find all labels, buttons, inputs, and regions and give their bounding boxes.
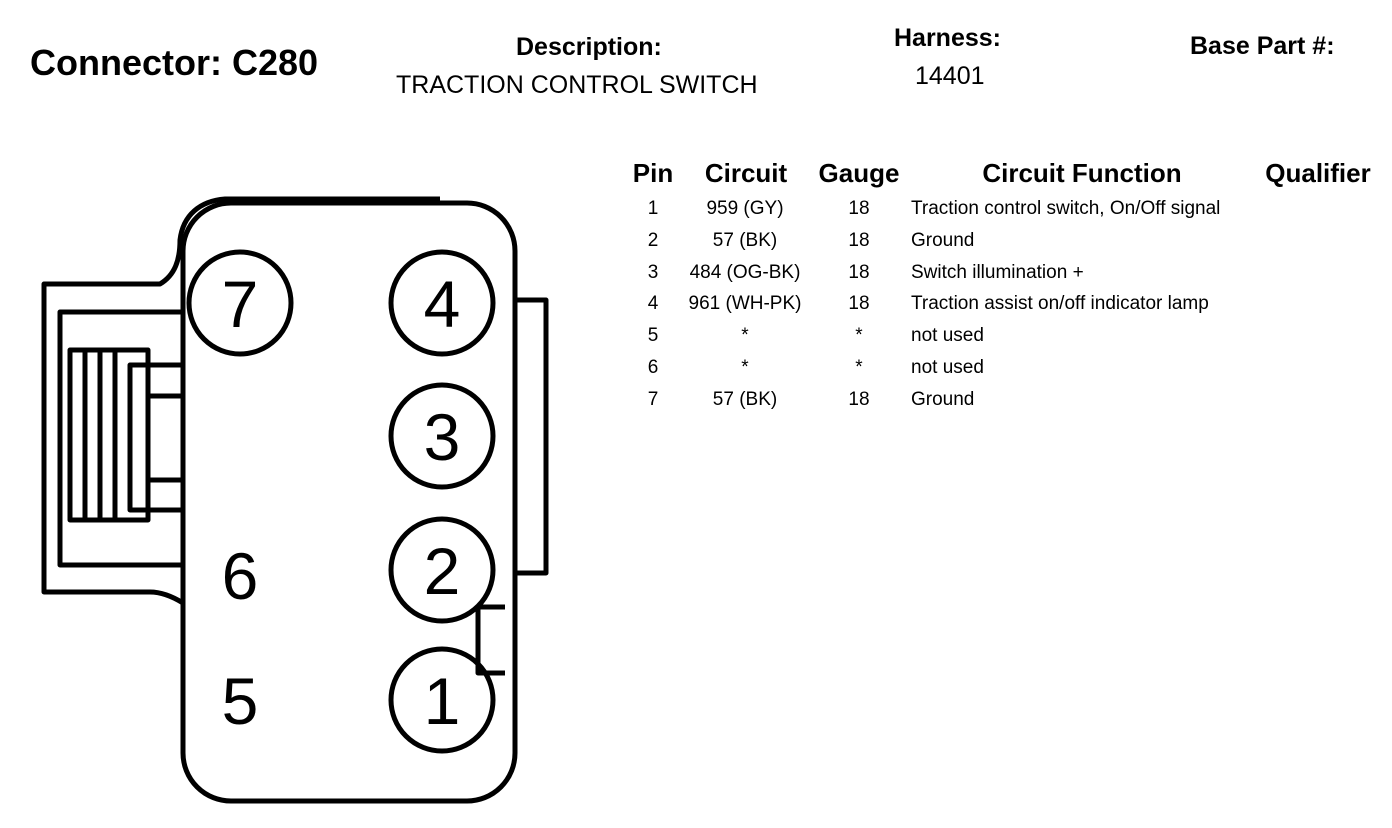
header-gauge: Gauge xyxy=(818,158,900,188)
cell-gauge: * xyxy=(855,357,863,378)
cell-gauge: 18 xyxy=(848,293,870,315)
connector-latch-ribs xyxy=(67,347,151,523)
header-qualifier: Qualifier xyxy=(1265,158,1371,188)
connector-latch-ribs-inner xyxy=(127,362,186,513)
pin-label-5: 5 xyxy=(222,664,259,738)
cell-function: Switch illumination + xyxy=(911,261,1084,283)
cell-circuit: 484 (OG-BK) xyxy=(689,261,801,283)
cell-pin: 3 xyxy=(647,261,659,283)
cell-pin: 6 xyxy=(647,357,659,378)
pin-circle-1 xyxy=(388,646,496,754)
cell-gauge: 18 xyxy=(848,229,870,251)
pin-label-1: 1 xyxy=(424,664,461,738)
pin-circle-7 xyxy=(186,249,294,357)
cell-gauge: 18 xyxy=(848,388,870,410)
description-value: TRACTION CONTROL SWITCH xyxy=(396,71,758,99)
connector-key-tab xyxy=(475,604,505,676)
harness-value: 14401 xyxy=(915,62,985,90)
cell-pin: 4 xyxy=(647,293,659,315)
cell-pin: 2 xyxy=(647,229,659,251)
cell-circuit: * xyxy=(741,357,749,378)
pin-circle-2 xyxy=(388,516,496,624)
cell-circuit: 961 (WH-PK) xyxy=(688,293,802,315)
cell-gauge: * xyxy=(855,325,863,347)
connector-latch-inner xyxy=(57,309,183,568)
connector-diagram: 7 4 3 2 1 6 5 xyxy=(41,196,549,804)
header-circuit: Circuit xyxy=(704,158,788,188)
connector-latch xyxy=(41,196,440,606)
connector-title: Connector: C280 xyxy=(30,42,319,83)
pin-label-4: 4 xyxy=(424,267,461,341)
cell-function: not used xyxy=(911,357,984,378)
cell-pin: 5 xyxy=(647,325,659,347)
header-pin: Pin xyxy=(632,158,674,188)
pin-label-6: 6 xyxy=(222,539,259,613)
cell-function: Ground xyxy=(911,229,975,251)
cell-function: not used xyxy=(911,325,984,347)
cell-gauge: 18 xyxy=(848,261,870,283)
connector-right-tab xyxy=(515,297,549,576)
description-label: Description: xyxy=(516,33,662,61)
cell-function: Traction control switch, On/Off signal xyxy=(911,198,1221,219)
pin-label-7: 7 xyxy=(222,267,259,341)
cell-pin: 1 xyxy=(647,198,659,219)
header-circuit-function: Circuit Function xyxy=(982,158,1182,188)
pin-label-2: 2 xyxy=(424,534,461,608)
base-part-label: Base Part #: xyxy=(1190,32,1335,60)
pin-circle-3 xyxy=(388,382,496,490)
cell-circuit: 959 (GY) xyxy=(706,198,784,219)
cell-gauge: 18 xyxy=(848,198,870,219)
cell-circuit: * xyxy=(741,325,749,347)
cell-circuit: 57 (BK) xyxy=(712,388,778,410)
cell-circuit: 57 (BK) xyxy=(712,229,778,251)
pin-group: 7 4 3 2 1 6 5 xyxy=(186,249,496,754)
cell-pin: 7 xyxy=(647,388,659,410)
pin-circle-4 xyxy=(388,249,496,357)
cell-function: Ground xyxy=(911,388,975,410)
harness-label: Harness: xyxy=(894,24,1001,52)
cell-function: Traction assist on/off indicator lamp xyxy=(911,293,1209,315)
pin-label-3: 3 xyxy=(424,400,461,474)
